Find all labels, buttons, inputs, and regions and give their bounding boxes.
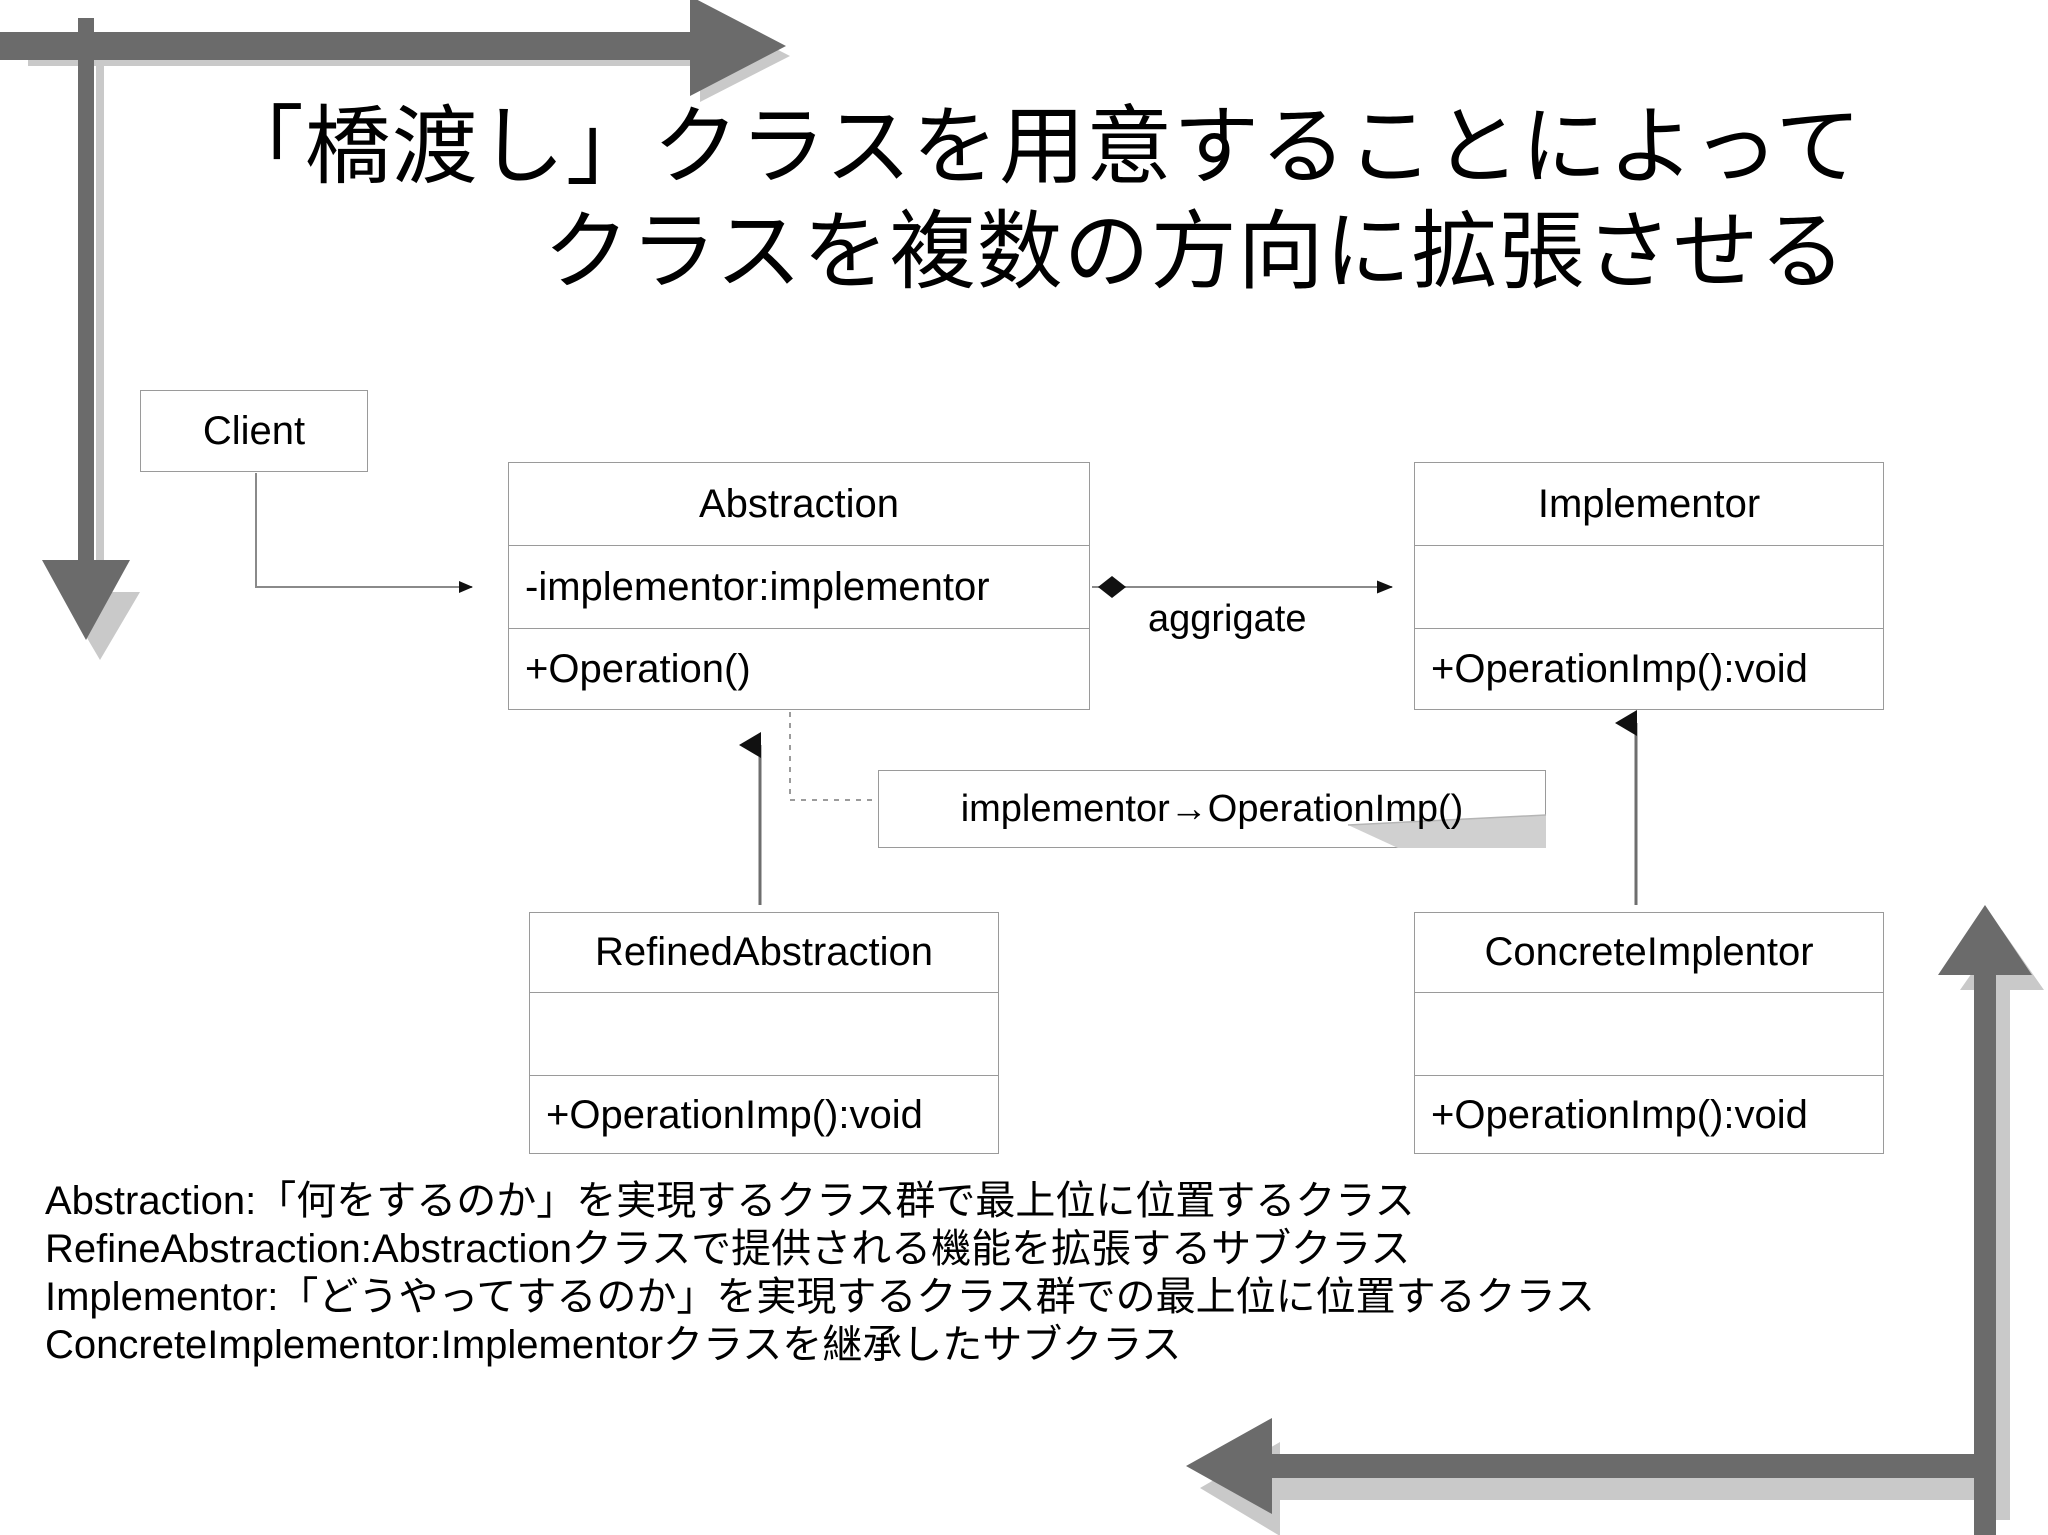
- class-attributes-implementor: [1415, 546, 1883, 629]
- class-name-concrete-implentor: ConcreteImplentor: [1415, 913, 1883, 993]
- class-name-abstraction: Abstraction: [509, 463, 1089, 546]
- class-name-client: Client: [202, 408, 306, 453]
- title-line-1: 「橋渡し」クラスを用意することによって: [217, 99, 1863, 195]
- arrow-left-icon: [1186, 1418, 1996, 1514]
- arrow-right-icon: [0, 0, 786, 96]
- relation-aggregation: [1092, 576, 1393, 598]
- class-operation-refined-abstraction: +OperationImp():void: [546, 1092, 923, 1137]
- class-box-refined-abstraction[interactable]: RefinedAbstraction +OperationImp():void: [529, 912, 999, 1154]
- legend-line-2: RefineAbstraction:Abstractionクラスで提供される機能…: [45, 1227, 1411, 1271]
- note-fold-icon: [1347, 814, 1547, 848]
- class-operation-concrete-implentor: +OperationImp():void: [1431, 1092, 1808, 1137]
- note-text: implementor→OperationImp(): [960, 787, 1464, 830]
- legend-text-block: Abstraction:「何をするのか」を実現するクラス群で最上位に位置するクラ…: [45, 1175, 2005, 1367]
- class-attribute-abstraction: -implementor:implementor: [509, 546, 1089, 629]
- relation-client-abstraction: [255, 473, 473, 593]
- class-box-abstraction[interactable]: Abstraction -implementor:implementor +Op…: [508, 462, 1090, 710]
- note-link: [789, 712, 878, 801]
- class-box-concrete-implentor[interactable]: ConcreteImplentor +OperationImp():void: [1414, 912, 1884, 1154]
- class-box-client[interactable]: Client: [140, 390, 368, 472]
- class-attributes-refined-abstraction: [530, 993, 998, 1076]
- legend-line-4: ConcreteImplementor:Implementorクラスを継承したサ…: [45, 1323, 1182, 1367]
- uml-note[interactable]: implementor→OperationImp(): [878, 770, 1547, 848]
- class-box-implementor[interactable]: Implementor +OperationImp():void: [1414, 462, 1884, 710]
- class-name-refined-abstraction: RefinedAbstraction: [530, 913, 998, 993]
- class-operation-abstraction: +Operation(): [525, 647, 751, 691]
- aggregation-label: aggrigate: [1148, 598, 1307, 640]
- class-attributes-concrete-implentor: [1415, 993, 1883, 1076]
- legend-line-1: Abstraction:「何をするのか」を実現するクラス群で最上位に位置するクラ…: [45, 1179, 1415, 1223]
- class-name-implementor: Implementor: [1415, 463, 1883, 546]
- title-line-2: クラスを複数の方向に拡張させる: [543, 203, 1847, 300]
- aggregation-diamond-icon: [1098, 576, 1126, 598]
- slide-title: 「橋渡し」クラスを用意することによって クラスを複数の方向に拡張させる: [90, 95, 1970, 305]
- legend-line-3: Implementor:「どうやってするのか」を実現するクラス群での最上位に位置…: [45, 1275, 1595, 1319]
- class-operation-implementor: +OperationImp():void: [1431, 647, 1808, 691]
